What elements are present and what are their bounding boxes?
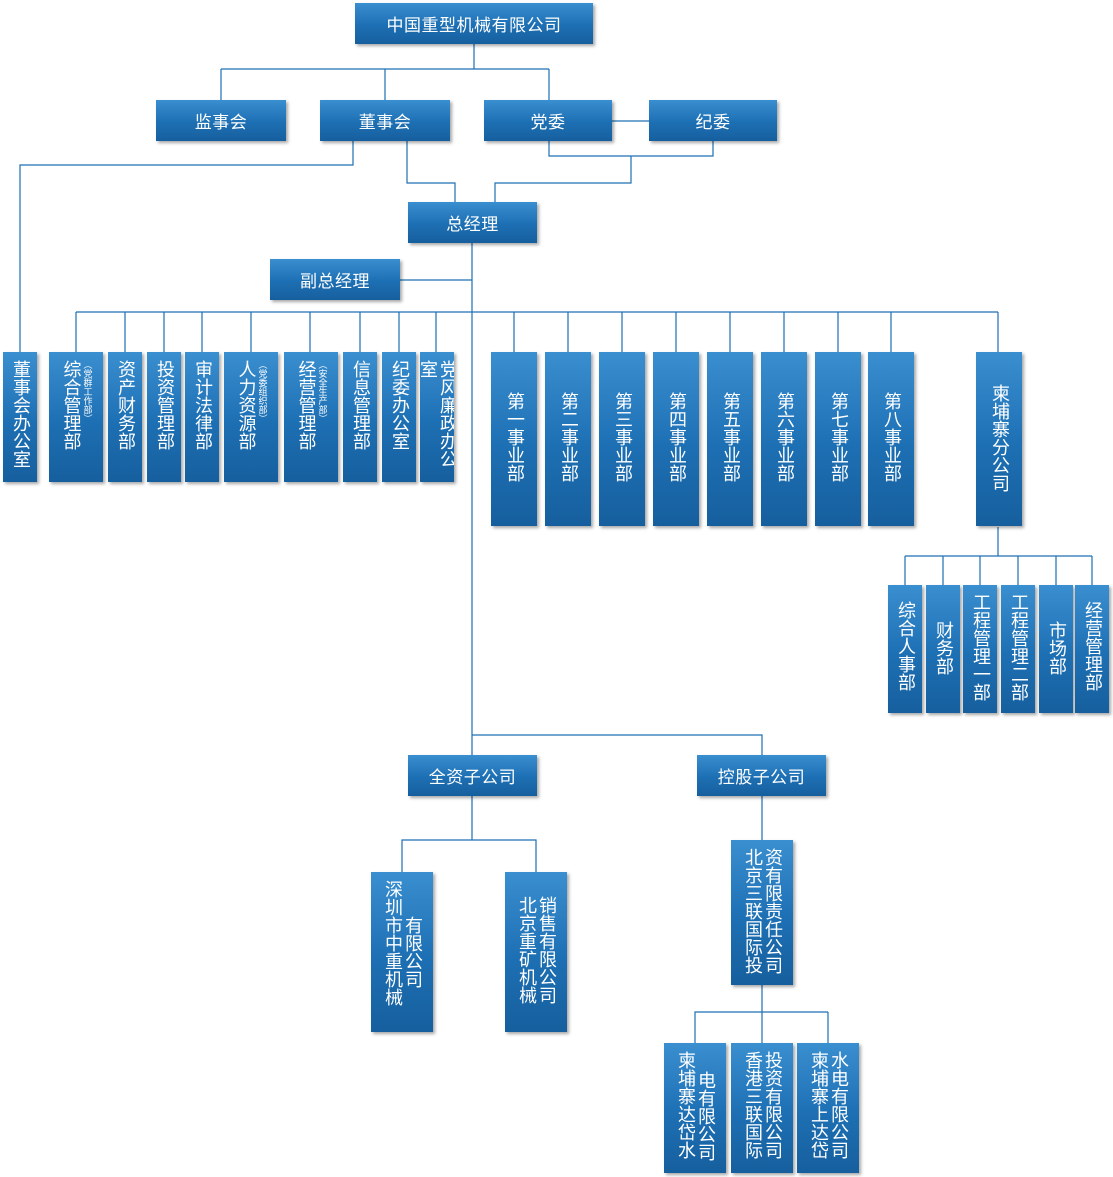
branch-dept-label: 工程管理二部 — [1008, 593, 1029, 701]
dept-operations: 经营管理部 （安全生产部） — [284, 352, 338, 482]
company-name-col: 水电有限公司 — [828, 1051, 849, 1159]
dept-note: （党委组织部） — [256, 360, 267, 423]
company-name-col: 柬埔寨达岱水 — [675, 1051, 696, 1159]
branch-dept-label: 经营管理部 — [1082, 601, 1103, 691]
business-unit-label: 第一事业部 — [504, 392, 525, 482]
dept-label: 纪委办公室 — [389, 360, 410, 450]
discipline-committee-box: 纪委 — [649, 100, 777, 141]
dept-information: 信息管理部 — [343, 352, 377, 482]
branch-dept-hr: 综合人事部 — [888, 585, 922, 713]
dept-audit-legal: 审计法律部 — [185, 352, 219, 482]
branch-dept-finance: 财务部 — [926, 585, 960, 713]
company-root-label: 中国重型机械有限公司 — [386, 16, 562, 36]
dept-investment: 投资管理部 — [147, 352, 181, 482]
subsidiary-cambodia-hydro: 柬埔寨达岱水 电有限公司 — [664, 1043, 726, 1173]
dept-note: （党群工作部） — [81, 360, 92, 423]
business-unit-label: 第四事业部 — [666, 392, 687, 482]
dept-board-office: 董事会办公室 — [3, 352, 37, 482]
holding-subsidiaries-box: 控股子公司 — [697, 755, 826, 796]
business-unit-6: 第六事业部 — [761, 352, 807, 526]
party-committee-label: 党委 — [530, 113, 566, 133]
company-name-col: 销售有限公司 — [536, 896, 557, 1004]
branch-dept-operations: 经营管理部 — [1075, 585, 1109, 713]
dept-note: （安全生产部） — [316, 360, 327, 423]
company-name-col: 投资有限公司 — [762, 1051, 783, 1159]
dept-label: 投资管理部 — [154, 360, 175, 450]
company-name-col: 北京三联国际投 — [742, 848, 763, 974]
business-unit-2: 第二事业部 — [545, 352, 591, 526]
business-unit-label: 第八事业部 — [881, 392, 902, 482]
subsidiary-hongkong-sanlian: 香港三联国际 投资有限公司 — [731, 1043, 793, 1173]
company-name-col: 香港三联国际 — [742, 1051, 763, 1159]
subsidiary-beijing-sanlian: 北京三联国际投 资有限责任公司 — [731, 840, 793, 985]
branch-dept-label: 综合人事部 — [895, 601, 916, 691]
business-unit-8: 第八事业部 — [868, 352, 914, 526]
dept-label: 审计法律部 — [192, 360, 213, 450]
company-name-col: 有限公司 — [402, 916, 423, 988]
board-box: 董事会 — [320, 100, 450, 141]
dept-label: 人力资源部 — [235, 360, 257, 450]
company-name-col: 资有限责任公司 — [762, 848, 783, 974]
dept-label: 经营管理部 — [295, 360, 317, 450]
dept-asset-finance: 资产财务部 — [108, 352, 142, 482]
business-unit-7: 第七事业部 — [815, 352, 861, 526]
deputy-general-manager-box: 副总经理 — [270, 259, 400, 300]
supervisory-board-label: 监事会 — [194, 113, 248, 133]
party-committee-box: 党委 — [484, 100, 612, 141]
dept-general-management: 综合管理部 （党群工作部） — [49, 352, 103, 482]
general-manager-box: 总经理 — [408, 202, 537, 243]
dept-integrity-office: 党风廉政办公室 — [420, 352, 454, 482]
business-unit-label: 第六事业部 — [774, 392, 795, 482]
business-unit-5: 第五事业部 — [707, 352, 753, 526]
business-unit-3: 第三事业部 — [599, 352, 645, 526]
dept-label: 综合管理部 — [60, 360, 82, 450]
cambodia-branch-label: 柬埔寨分公司 — [989, 384, 1010, 492]
subsidiary-shenzhen: 深圳市中重机械 有限公司 — [371, 872, 433, 1032]
board-label: 董事会 — [358, 113, 412, 133]
dept-human-resources: 人力资源部 （党委组织部） — [224, 352, 278, 482]
branch-dept-label: 工程管理一部 — [970, 593, 991, 701]
company-name-col: 北京重矿机械 — [516, 896, 537, 1004]
business-unit-1: 第一事业部 — [491, 352, 537, 526]
branch-dept-engineering-2: 工程管理二部 — [1001, 585, 1035, 713]
branch-dept-label: 市场部 — [1046, 621, 1067, 675]
holding-subsidiaries-label: 控股子公司 — [717, 768, 806, 788]
supervisory-board-box: 监事会 — [156, 100, 286, 141]
branch-dept-label: 财务部 — [933, 621, 954, 675]
dept-label: 董事会办公室 — [10, 360, 31, 468]
deputy-general-manager-label: 副总经理 — [300, 272, 370, 292]
company-name-col: 电有限公司 — [695, 1071, 716, 1161]
subsidiary-cambodia-upper-hydro: 柬埔寨上达岱 水电有限公司 — [797, 1043, 859, 1173]
business-unit-label: 第五事业部 — [720, 392, 741, 482]
subsidiary-beijing-mining: 北京重矿机械 销售有限公司 — [505, 872, 567, 1032]
company-name-col: 柬埔寨上达岱 — [808, 1051, 829, 1159]
business-unit-label: 第三事业部 — [612, 392, 633, 482]
cambodia-branch-box: 柬埔寨分公司 — [976, 352, 1022, 526]
discipline-committee-label: 纪委 — [695, 113, 731, 133]
dept-label: 信息管理部 — [350, 360, 371, 450]
branch-dept-marketing: 市场部 — [1039, 585, 1073, 713]
wholly-owned-subsidiaries-box: 全资子公司 — [408, 755, 537, 796]
business-unit-label: 第二事业部 — [558, 392, 579, 482]
dept-discipline-office: 纪委办公室 — [382, 352, 416, 482]
dept-label: 党风廉政办公室 — [420, 360, 454, 468]
wholly-owned-subsidiaries-label: 全资子公司 — [428, 768, 517, 788]
business-unit-4: 第四事业部 — [653, 352, 699, 526]
branch-dept-engineering-1: 工程管理一部 — [963, 585, 997, 713]
company-root-box: 中国重型机械有限公司 — [355, 3, 593, 44]
general-manager-label: 总经理 — [446, 215, 499, 235]
company-name-col: 深圳市中重机械 — [382, 880, 403, 1006]
dept-label: 资产财务部 — [115, 360, 136, 450]
business-unit-label: 第七事业部 — [828, 392, 849, 482]
